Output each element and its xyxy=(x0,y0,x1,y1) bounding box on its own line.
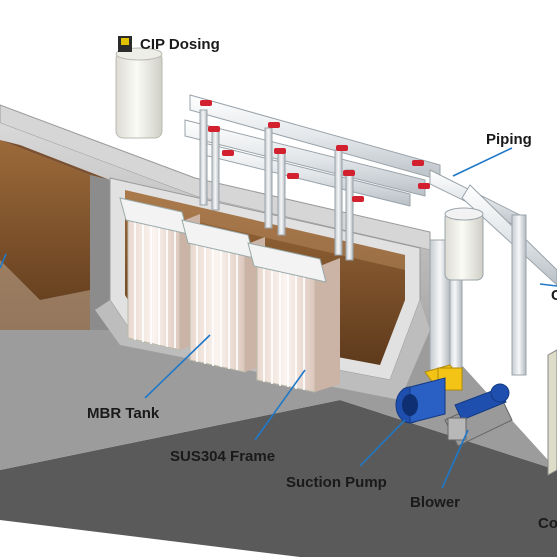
label-blower: Blower xyxy=(410,494,460,511)
label-sus304-frame: SUS304 Frame xyxy=(170,448,275,465)
label-partial-right: C xyxy=(551,287,557,304)
blower xyxy=(444,383,513,447)
suction-pump xyxy=(395,364,463,424)
label-piping: Piping xyxy=(486,131,532,148)
control-cabinet xyxy=(547,349,557,476)
label-cip-dosing: CIP Dosing xyxy=(140,36,220,53)
cip-dosing-tank xyxy=(115,36,163,139)
valves xyxy=(200,100,430,202)
piping-network xyxy=(184,94,557,381)
label-partial-bottom-right: Co xyxy=(538,515,557,532)
left-tank xyxy=(0,140,110,330)
membrane-modules xyxy=(119,197,340,393)
label-suction-pump: Suction Pump xyxy=(286,474,387,491)
vacuum-vessel xyxy=(444,207,484,281)
membrane-module-2 xyxy=(181,219,265,373)
membrane-module-3 xyxy=(247,242,340,393)
leader-lines xyxy=(0,147,557,489)
membrane-module-1 xyxy=(119,197,200,351)
label-mbr-tank: MBR Tank xyxy=(87,405,160,422)
